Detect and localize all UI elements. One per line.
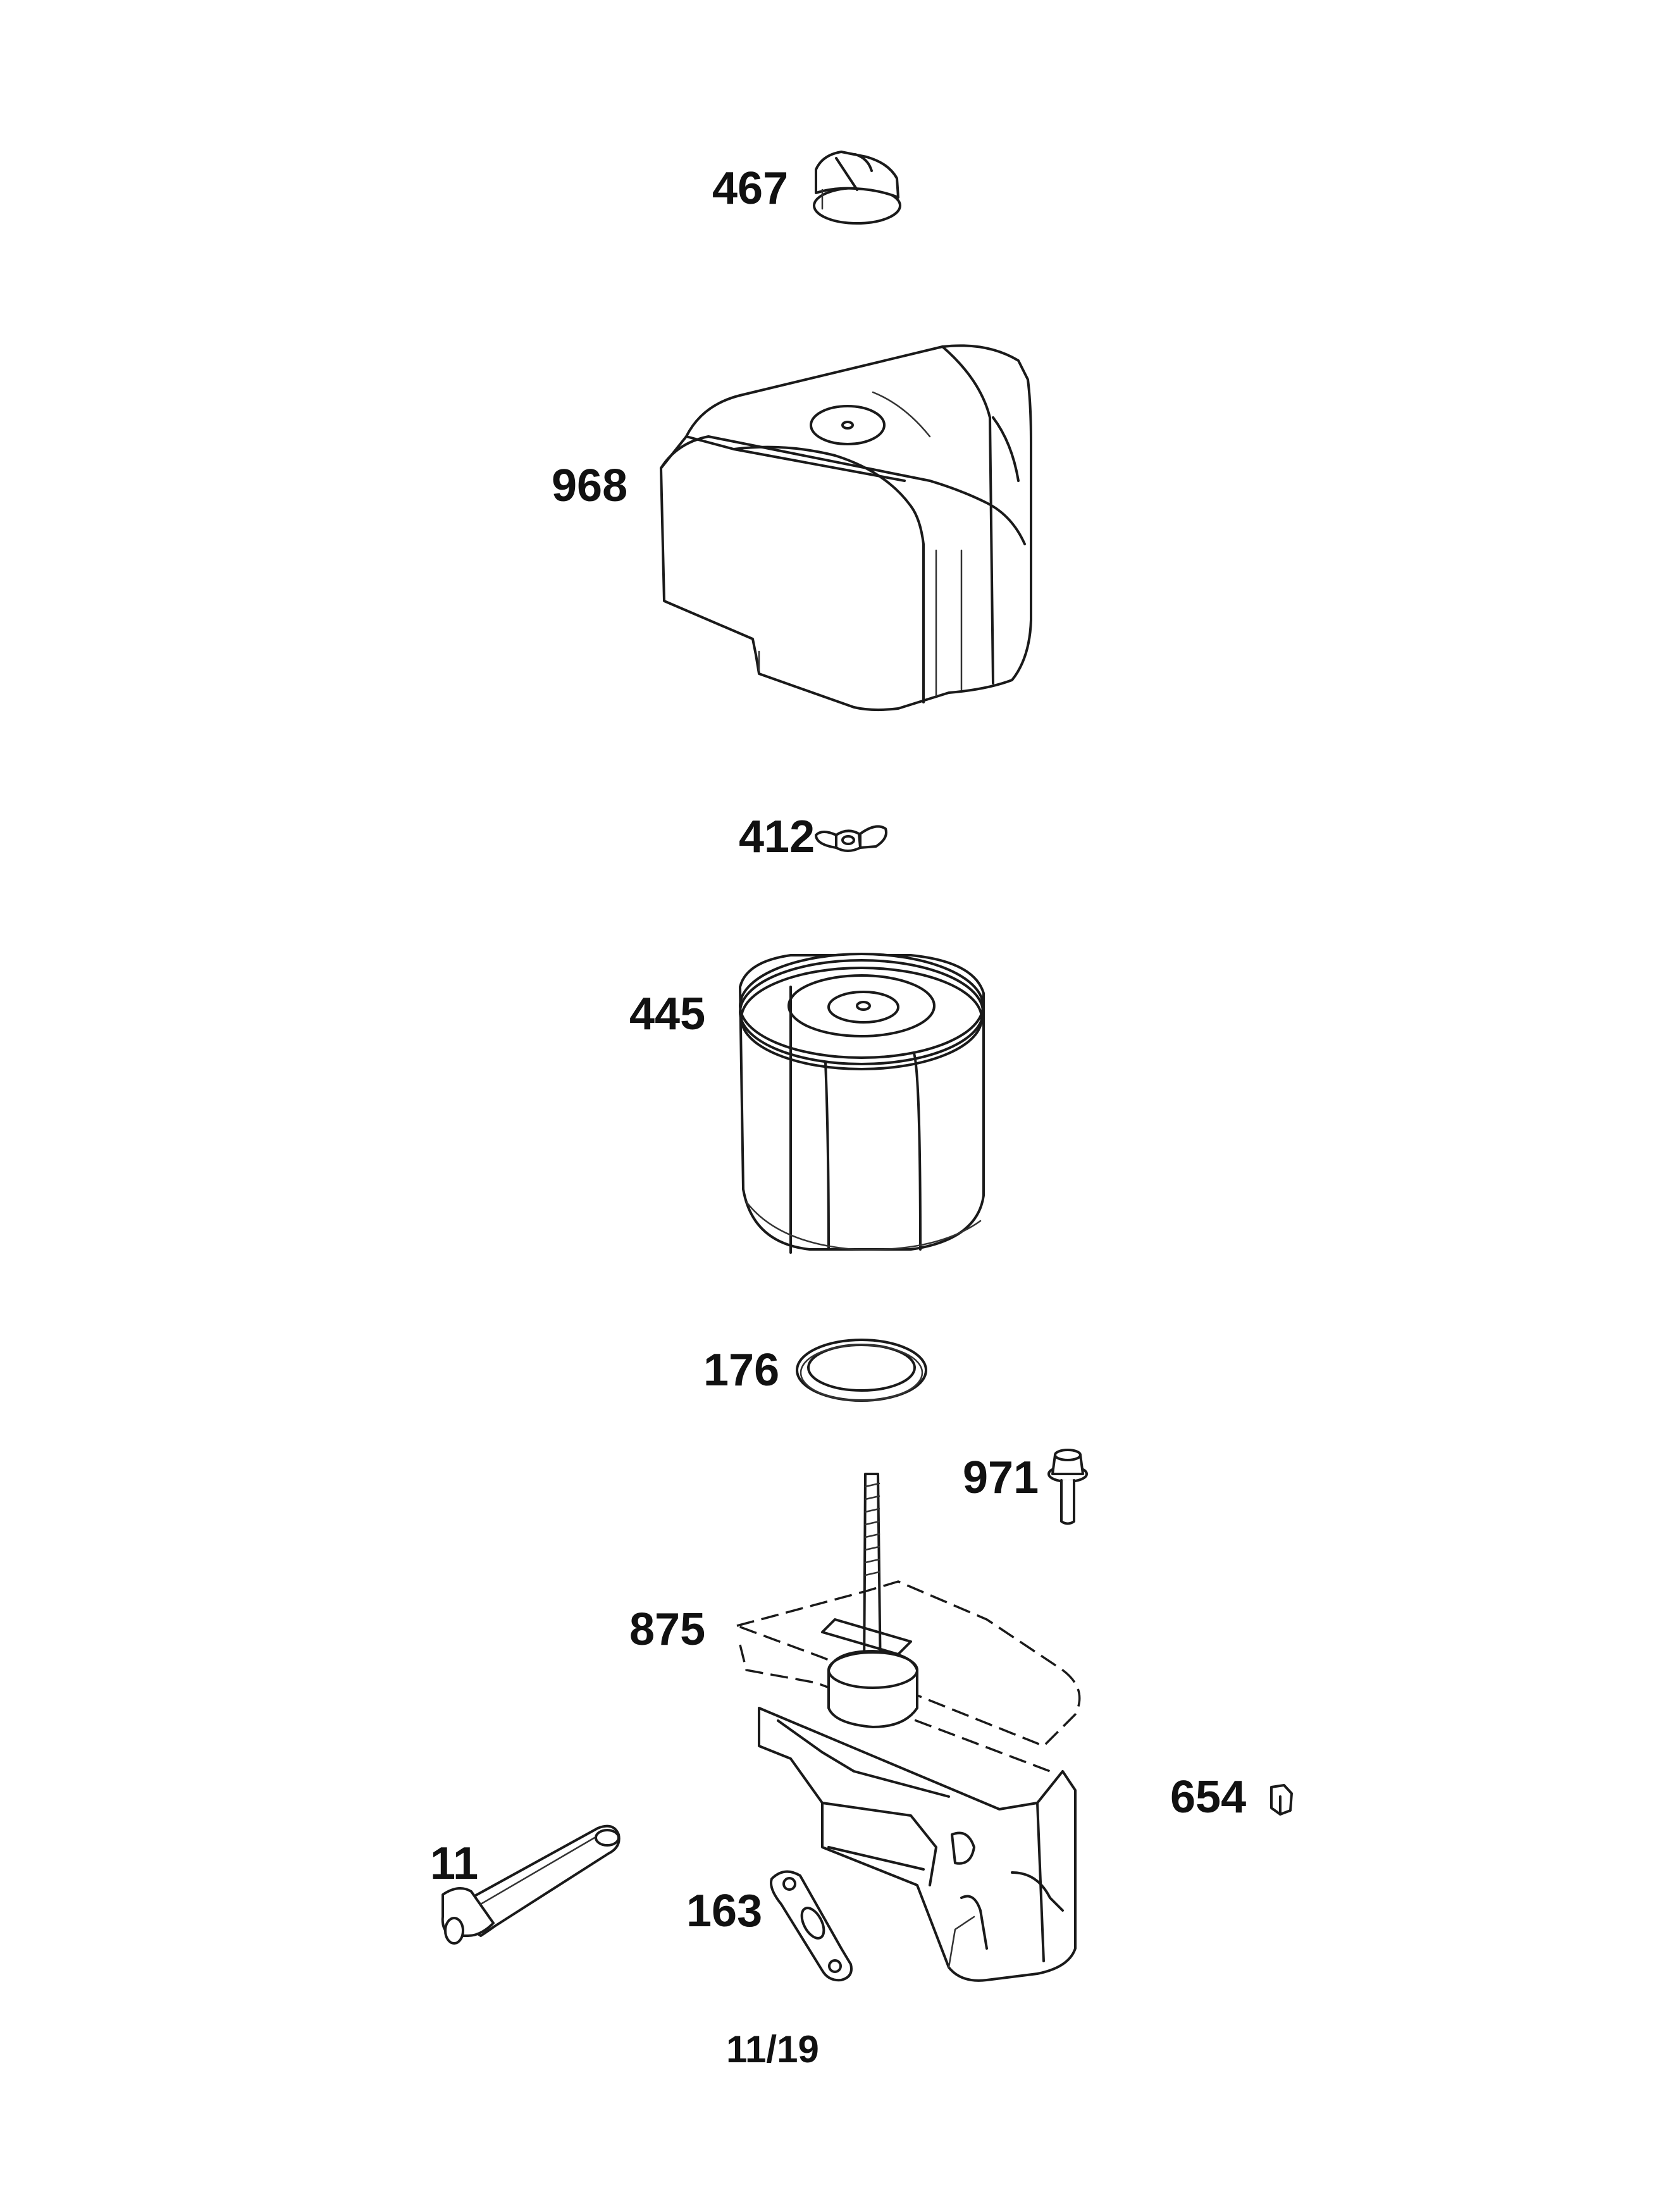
air-cleaner-cover-icon: [660, 344, 1032, 712]
callout-163: 163: [686, 1886, 763, 1936]
callout-971: 971: [963, 1452, 1039, 1503]
callout-654: 654: [1170, 1772, 1247, 1823]
seal-ring-icon: [796, 1339, 927, 1402]
callout-467: 467: [712, 163, 789, 214]
callout-176: 176: [703, 1345, 780, 1396]
callout-412: 412: [739, 812, 815, 862]
callout-11: 11: [430, 1838, 479, 1889]
nut-icon: [1270, 1784, 1293, 1816]
knob-icon: [813, 151, 901, 225]
air-cleaner-base-icon: [736, 1473, 1081, 1982]
callout-968: 968: [552, 461, 628, 511]
callout-445: 445: [629, 989, 706, 1039]
air-filter-cartridge-icon: [739, 953, 985, 1254]
breather-tube-icon: [441, 1824, 621, 1945]
gasket-icon: [770, 1870, 853, 1982]
page-footer-date: 11/19: [726, 2028, 819, 2070]
bolt-icon: [1047, 1449, 1088, 1525]
wing-nut-icon: [815, 825, 887, 852]
callout-875: 875: [629, 1604, 706, 1655]
